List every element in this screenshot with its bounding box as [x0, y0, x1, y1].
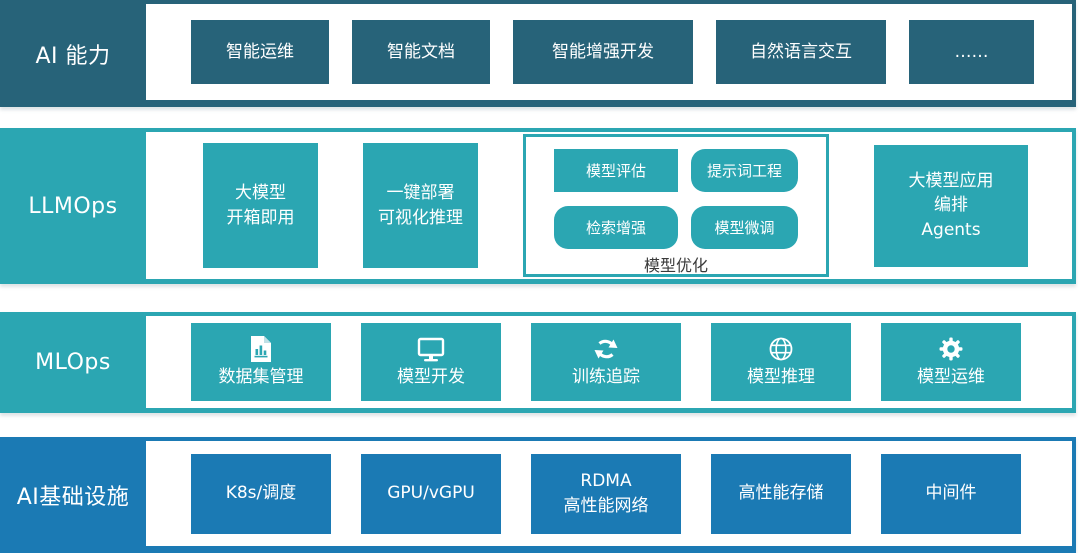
mlops-box: 模型开发 — [361, 323, 501, 401]
infrastructure-box: K8s/调度 — [191, 453, 331, 534]
infrastructure-box: 高性能存储 — [711, 453, 851, 534]
layer-content-mlops: 数据集管理 模型开发 训练追踪 模型推理 模型运维 — [146, 316, 1072, 408]
llmops-box: 大模型 开箱即用 — [203, 143, 318, 268]
box-label: 高性能存储 — [738, 483, 824, 504]
capability-box: 智能文档 — [352, 20, 490, 84]
box-label: 训练追踪 — [572, 366, 640, 387]
box-label: RDMA 高性能网络 — [563, 470, 649, 516]
infrastructure-box: RDMA 高性能网络 — [531, 453, 681, 534]
model-optimization-group: 模型评估提示词工程检索增强模型微调模型优化 — [523, 134, 829, 277]
llmops-box: 一键部署 可视化推理 — [363, 143, 478, 268]
sync-arrows-icon — [591, 335, 621, 363]
layer-content-ai-infrastructure: K8s/调度 GPU/vGPU RDMA 高性能网络 高性能存储 中间件 — [146, 441, 1072, 546]
globe-icon — [767, 335, 795, 363]
layer-ai-infrastructure: AI基础设施 K8s/调度 GPU/vGPU RDMA 高性能网络 高性能存储 中间件 — [0, 437, 1076, 553]
capability-box: 智能增强开发 — [513, 20, 693, 84]
box-label: 一键部署 可视化推理 — [378, 182, 463, 228]
optimization-pill: 提示词工程 — [691, 149, 798, 192]
layer-label-ai-infrastructure: AI基础设施 — [0, 437, 146, 553]
box-label: GPU/vGPU — [387, 483, 475, 504]
optimization-pill: 模型评估 — [554, 149, 678, 192]
infrastructure-box: 中间件 — [881, 453, 1021, 534]
box-label: 智能文档 — [387, 41, 455, 62]
layer-label-llmops: LLMOps — [0, 128, 146, 284]
llmops-box: 大模型应用 编排 Agents — [874, 144, 1028, 267]
box-label: 中间件 — [925, 483, 977, 504]
box-label: 智能增强开发 — [552, 41, 654, 62]
layer-content-ai-capabilities: 智能运维 智能文档 智能增强开发 自然语言交互 …… — [146, 4, 1072, 100]
layer-content-llmops: 大模型 开箱即用 一键部署 可视化推理 模型评估提示词工程检索增强模型微调模型优化 大… — [146, 132, 1072, 279]
capability-box: …… — [909, 20, 1034, 84]
box-label: …… — [954, 41, 989, 62]
model-optimization-pills: 模型评估提示词工程检索增强模型微调 — [554, 149, 798, 249]
box-label: 模型推理 — [747, 366, 815, 387]
mlops-box: 模型运维 — [881, 323, 1021, 401]
box-label: 大模型应用 编排 Agents — [908, 170, 994, 240]
capability-box: 自然语言交互 — [716, 20, 886, 84]
box-label: 大模型 开箱即用 — [226, 182, 295, 228]
mlops-box: 训练追踪 — [531, 323, 681, 401]
capability-box: 智能运维 — [191, 20, 329, 84]
layer-label-mlops: MLOps — [0, 312, 146, 413]
layer-mlops: MLOps 数据集管理 模型开发 训练追踪 模型推理 模型运维 — [0, 312, 1076, 413]
layer-ai-capabilities: AI 能力 智能运维 智能文档 智能增强开发 自然语言交互 …… — [0, 0, 1076, 107]
gear-icon — [937, 335, 965, 363]
mlops-box: 模型推理 — [711, 323, 851, 401]
box-label: 模型开发 — [397, 366, 465, 387]
box-label: 自然语言交互 — [750, 41, 852, 62]
infrastructure-box: GPU/vGPU — [361, 453, 501, 534]
box-label: 模型运维 — [917, 366, 985, 387]
box-label: K8s/调度 — [225, 483, 297, 504]
model-optimization-caption: 模型优化 — [643, 256, 708, 275]
optimization-pill: 模型微调 — [691, 206, 798, 249]
box-label: 数据集管理 — [218, 366, 304, 387]
layer-llmops: LLMOps 大模型 开箱即用一键部署 可视化推理模型评估提示词工程检索增强模型… — [0, 128, 1076, 284]
optimization-pill: 检索增强 — [554, 206, 678, 249]
box-label: 智能运维 — [226, 41, 294, 62]
layer-label-ai-capabilities: AI 能力 — [0, 0, 146, 107]
dataset-document-icon — [248, 335, 274, 363]
monitor-icon — [416, 335, 446, 363]
mlops-box: 数据集管理 — [191, 323, 331, 401]
